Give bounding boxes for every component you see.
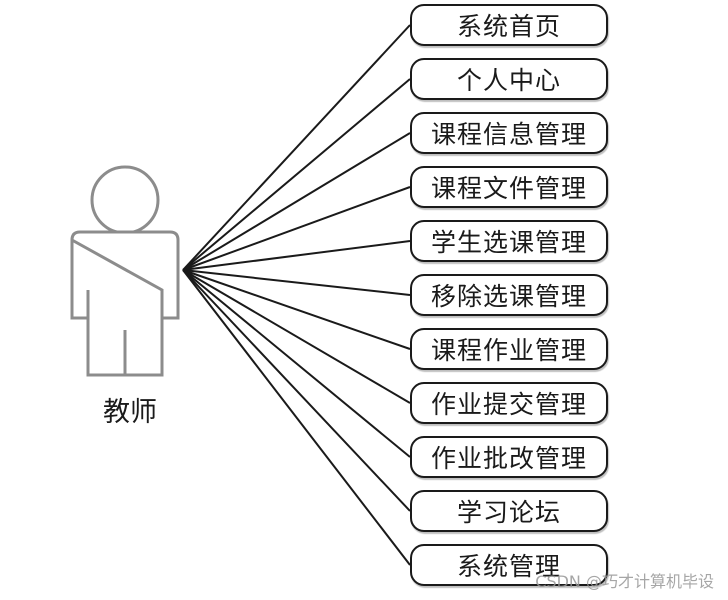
use-case-box: 作业批改管理 — [410, 436, 608, 478]
use-case-box: 作业提交管理 — [410, 382, 608, 424]
association-line — [182, 269, 411, 512]
watermark-text: CSDN @巧才计算机毕设 — [535, 572, 714, 591]
association-line — [182, 186, 411, 271]
use-case-box: 个人中心 — [410, 58, 608, 100]
association-line — [182, 269, 411, 296]
use-case-box: 课程作业管理 — [410, 328, 608, 370]
use-case-box: 系统管理 — [410, 544, 608, 586]
association-line — [182, 269, 411, 350]
association-line — [182, 24, 411, 271]
association-line — [182, 132, 411, 271]
association-line — [182, 240, 411, 271]
use-case-box: 学生选课管理 — [410, 220, 608, 262]
actor-head — [90, 165, 160, 235]
association-line — [182, 78, 411, 271]
use-case-box: 课程信息管理 — [410, 112, 608, 154]
association-line — [182, 269, 411, 458]
use-case-box: 移除选课管理 — [410, 274, 608, 316]
use-case-box: 学习论坛 — [410, 490, 608, 532]
association-line — [182, 269, 411, 404]
use-case-box: 系统首页 — [410, 4, 608, 46]
actor-label: 教师 — [103, 397, 157, 428]
use-case-box: 课程文件管理 — [410, 166, 608, 208]
actor-figure — [70, 165, 180, 377]
association-lines — [182, 24, 411, 566]
association-line — [182, 269, 411, 566]
